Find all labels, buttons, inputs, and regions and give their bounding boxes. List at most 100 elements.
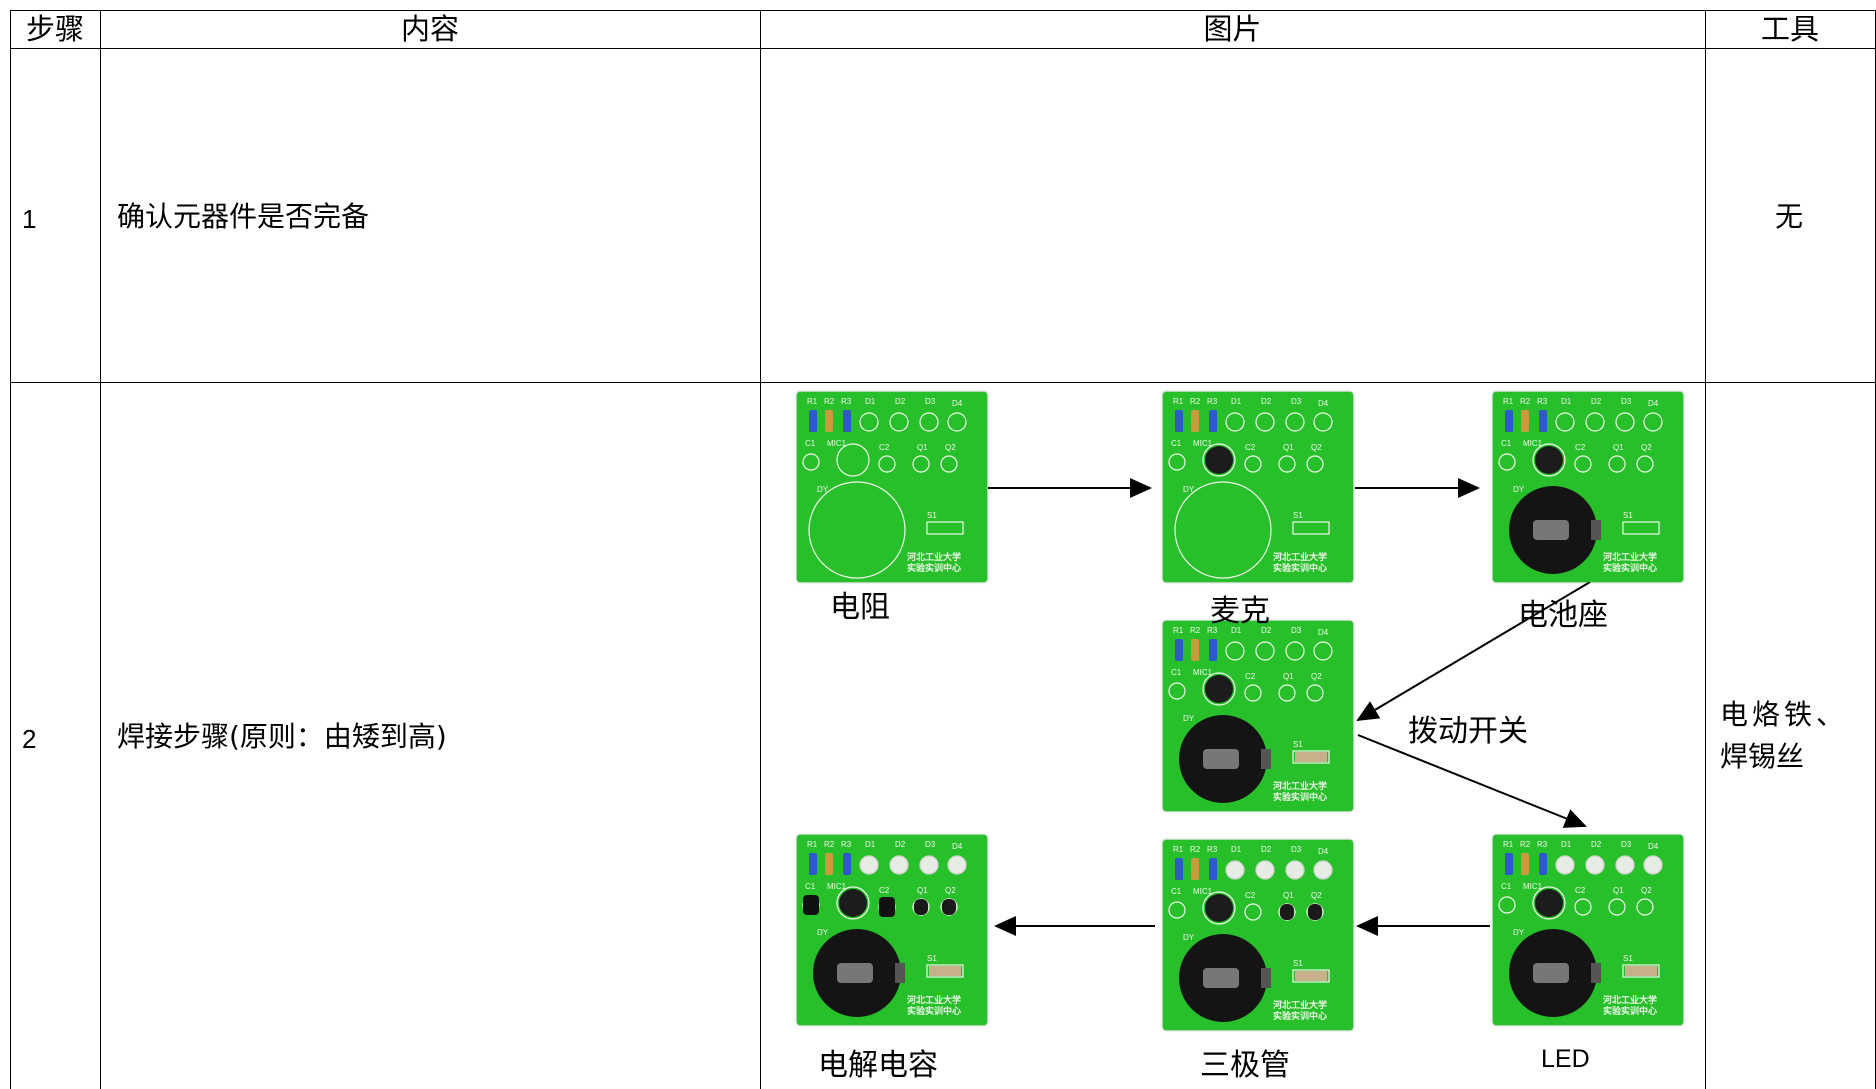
svg-text:D4: D4 [1318, 628, 1329, 637]
row2-step: 2 [22, 724, 37, 754]
svg-text:Q1: Q1 [1283, 672, 1294, 681]
svg-text:S1: S1 [927, 511, 937, 520]
svg-text:Q2: Q2 [1311, 672, 1322, 681]
svg-text:Q2: Q2 [1311, 443, 1322, 452]
svg-text:D3: D3 [1291, 397, 1302, 406]
transistor-part [1280, 904, 1294, 920]
svg-text:Q1: Q1 [1613, 886, 1624, 895]
svg-text:D1: D1 [1231, 397, 1242, 406]
svg-text:R1: R1 [1173, 626, 1184, 635]
led-part [889, 855, 909, 875]
svg-text:Q2: Q2 [1311, 891, 1322, 900]
resistor-part [1505, 853, 1513, 875]
slide-switch-part [929, 966, 961, 976]
svg-text:D2: D2 [1591, 840, 1602, 849]
pcb-step-resistor: R1 R2 R3 D1 D2 D3 D4 C1 MIC1 C2 Q1 Q2 DY… [797, 392, 987, 582]
pcb-board-art: R1 R2 R3 D1 D2 D3 D4 C1 MIC1 C2 Q1 Q2 DY… [1168, 626, 1333, 803]
svg-text:D4: D4 [952, 842, 963, 851]
col-line-left [10, 10, 11, 1089]
microphone-part [1205, 894, 1233, 922]
led-part [1615, 855, 1635, 875]
svg-text:DY: DY [1183, 485, 1195, 494]
svg-text:MIC1: MIC1 [1523, 439, 1543, 448]
header-image: 图片 [1203, 12, 1262, 46]
svg-text:C2: C2 [879, 886, 890, 895]
svg-text:河北工业大学: 河北工业大学 [1603, 551, 1657, 562]
led-part [1585, 855, 1605, 875]
header-step: 步骤 [25, 12, 84, 46]
svg-text:R2: R2 [1190, 397, 1201, 406]
resistor-part [825, 410, 833, 432]
svg-text:河北工业大学: 河北工业大学 [907, 551, 961, 562]
svg-text:C1: C1 [1171, 668, 1182, 677]
svg-text:R2: R2 [1190, 626, 1201, 635]
slide-switch-part [1295, 971, 1327, 981]
svg-text:实验实训中心: 实验实训中心 [907, 562, 961, 573]
svg-text:Q1: Q1 [1283, 443, 1294, 452]
svg-text:R1: R1 [807, 840, 818, 849]
svg-text:C1: C1 [805, 439, 816, 448]
capacitor-part [879, 897, 895, 917]
svg-text:实验实训中心: 实验实训中心 [907, 1005, 961, 1016]
caption-led: LED [1541, 1045, 1590, 1073]
svg-text:Q1: Q1 [1613, 443, 1624, 452]
svg-text:C1: C1 [1501, 439, 1512, 448]
svg-text:MIC1: MIC1 [1193, 887, 1213, 896]
resistor-part [1539, 853, 1547, 875]
svg-text:D2: D2 [1261, 845, 1272, 854]
svg-text:S1: S1 [1293, 740, 1303, 749]
svg-text:D2: D2 [1261, 397, 1272, 406]
caption-switch: 拨动开关 [1408, 714, 1528, 749]
svg-text:河北工业大学: 河北工业大学 [907, 994, 961, 1005]
row-line-header [10, 48, 1876, 49]
svg-text:MIC1: MIC1 [827, 882, 847, 891]
svg-text:D3: D3 [925, 397, 936, 406]
svg-text:C2: C2 [1245, 672, 1256, 681]
svg-text:DY: DY [1183, 714, 1195, 723]
row2-content: 焊接步骤(原则：由矮到高) [117, 720, 447, 753]
row1-step: 1 [22, 204, 37, 234]
row-line-top [10, 10, 1876, 11]
svg-text:D3: D3 [1621, 397, 1632, 406]
svg-text:Q1: Q1 [917, 886, 928, 895]
svg-text:R3: R3 [1207, 626, 1218, 635]
svg-text:Q2: Q2 [1641, 443, 1652, 452]
svg-text:实验实训中心: 实验实训中心 [1603, 562, 1657, 573]
svg-text:R3: R3 [1207, 845, 1218, 854]
caption-mic: 麦克 [1210, 594, 1270, 629]
led-part [1285, 860, 1305, 880]
svg-text:C2: C2 [1575, 443, 1586, 452]
resistor-part [1191, 639, 1199, 661]
svg-text:河北工业大学: 河北工业大学 [1273, 780, 1327, 791]
svg-text:河北工业大学: 河北工业大学 [1273, 551, 1327, 562]
svg-text:R2: R2 [824, 840, 835, 849]
led-part [1313, 860, 1333, 880]
row1-content: 确认元器件是否完备 [117, 200, 370, 233]
pcb-board-art: R1 R2 R3 D1 D2 D3 D4 C1 MIC1 C2 Q1 Q2 DY… [802, 397, 967, 579]
svg-text:R2: R2 [1190, 845, 1201, 854]
microphone-part [1205, 675, 1233, 703]
svg-text:R1: R1 [807, 397, 818, 406]
svg-text:D2: D2 [895, 397, 906, 406]
transistor-part [942, 899, 956, 915]
resistor-part [843, 410, 851, 432]
col-line-step [100, 10, 101, 1089]
transistor-part [1308, 904, 1322, 920]
svg-text:Q1: Q1 [1283, 891, 1294, 900]
svg-text:R3: R3 [1537, 397, 1548, 406]
svg-text:R2: R2 [1520, 397, 1531, 406]
svg-text:河北工业大学: 河北工业大学 [1603, 994, 1657, 1005]
svg-text:D2: D2 [895, 840, 906, 849]
resistor-part [809, 410, 817, 432]
resistor-part [1521, 410, 1529, 432]
svg-text:DY: DY [1513, 928, 1525, 937]
svg-text:DY: DY [1513, 485, 1525, 494]
svg-text:R2: R2 [1520, 840, 1531, 849]
svg-text:MIC1: MIC1 [827, 439, 847, 448]
resistor-part [1539, 410, 1547, 432]
svg-text:C1: C1 [1171, 887, 1182, 896]
row2-tool-line2: 焊锡丝 [1720, 740, 1805, 773]
header-tool: 工具 [1760, 12, 1819, 46]
svg-text:C1: C1 [1171, 439, 1182, 448]
